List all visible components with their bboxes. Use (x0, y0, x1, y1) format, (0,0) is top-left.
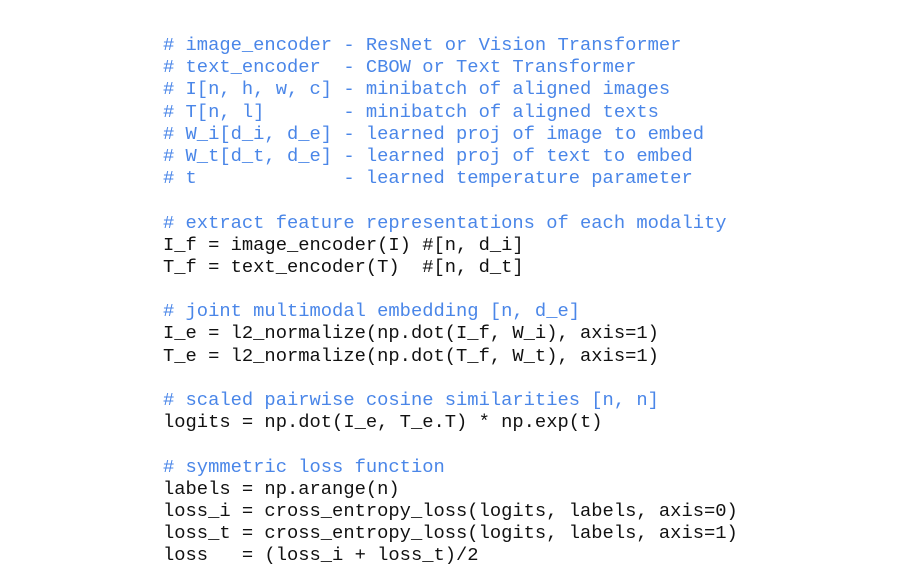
comment-line: # T[n, l] - minibatch of aligned texts (163, 100, 659, 123)
code-line: I_f = image_encoder(I) #[n, d_i] (163, 233, 524, 256)
comment-line: # joint multimodal embedding [n, d_e] (163, 300, 581, 323)
pseudocode-block: # image_encoder - ResNet or Vision Trans… (163, 34, 738, 567)
comment-line: # I[n, h, w, c] - minibatch of aligned i… (163, 78, 671, 101)
comment-line: # W_i[d_i, d_e] - learned proj of image … (163, 122, 704, 145)
code-line: loss_t = cross_entropy_loss(logits, labe… (163, 522, 738, 545)
comment-line: # t - learned temperature parameter (163, 167, 693, 190)
comment-line: # symmetric loss function (163, 455, 445, 478)
comment-line: # W_t[d_t, d_e] - learned proj of text t… (163, 144, 693, 167)
comment-line: # text_encoder - CBOW or Text Transforme… (163, 56, 637, 79)
blank-line (163, 278, 738, 300)
code-line: T_f = text_encoder(T) #[n, d_t] (163, 255, 524, 278)
comment-line: # extract feature representations of eac… (163, 211, 727, 234)
blank-line (163, 189, 738, 211)
code-line: logits = np.dot(I_e, T_e.T) * np.exp(t) (163, 411, 603, 434)
comment-line: # scaled pairwise cosine similarities [n… (163, 389, 659, 411)
code-line: loss_i = cross_entropy_loss(logits, labe… (163, 499, 738, 522)
comment-line: # image_encoder - ResNet or Vision Trans… (163, 34, 682, 56)
blank-line (163, 367, 738, 389)
code-line: labels = np.arange(n) (163, 477, 400, 500)
code-line: loss = (loss_i + loss_t)/2 (163, 544, 479, 567)
blank-line (163, 433, 738, 455)
code-line: I_e = l2_normalize(np.dot(I_f, W_i), axi… (163, 322, 659, 345)
code-line: T_e = l2_normalize(np.dot(T_f, W_t), axi… (163, 344, 659, 367)
